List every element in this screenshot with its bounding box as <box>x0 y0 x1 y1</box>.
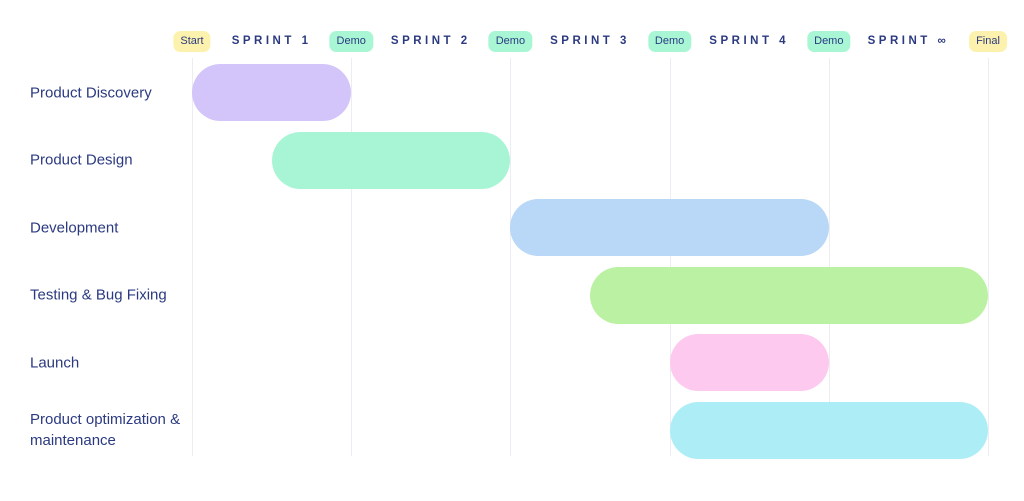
gridline <box>669 58 671 456</box>
gantt-bar <box>669 334 829 391</box>
gantt-bar <box>590 266 988 324</box>
task-label: Product Discovery <box>30 84 152 101</box>
gantt-bar <box>192 64 352 121</box>
timeline-badge-demo: Demo <box>807 31 851 52</box>
gridline <box>828 58 830 456</box>
timeline-label-sprint-4: SPRINT 4 <box>709 35 790 47</box>
task-label: Product optimization & maintenance <box>30 411 181 449</box>
task-label: Testing & Bug Fixing <box>30 286 167 304</box>
timeline-label-sprint-1: SPRINT 1 <box>231 35 312 47</box>
timeline-badge-demo: Demo <box>329 31 373 52</box>
timeline-label-sprint-3: SPRINT 3 <box>550 35 630 47</box>
task-label: Product Design <box>30 151 133 169</box>
timeline-label-sprint-∞: SPRINT ∞ <box>867 35 950 47</box>
gridline <box>510 58 512 456</box>
timeline-badge-demo: Demo <box>488 31 533 52</box>
gridline <box>192 58 193 456</box>
timeline-badge-final: Final <box>969 31 1007 52</box>
gridline <box>988 58 989 456</box>
gantt-bar <box>510 199 829 256</box>
task-label: Launch <box>30 354 80 371</box>
gantt-bar <box>669 401 988 459</box>
gantt-bar <box>271 131 511 189</box>
timeline-badge-demo: Demo <box>647 31 692 52</box>
gridline <box>351 58 353 456</box>
timeline-badge-start: Start <box>173 31 211 52</box>
timeline-label-sprint-2: SPRINT 2 <box>390 35 471 47</box>
task-label: Development <box>30 219 119 236</box>
